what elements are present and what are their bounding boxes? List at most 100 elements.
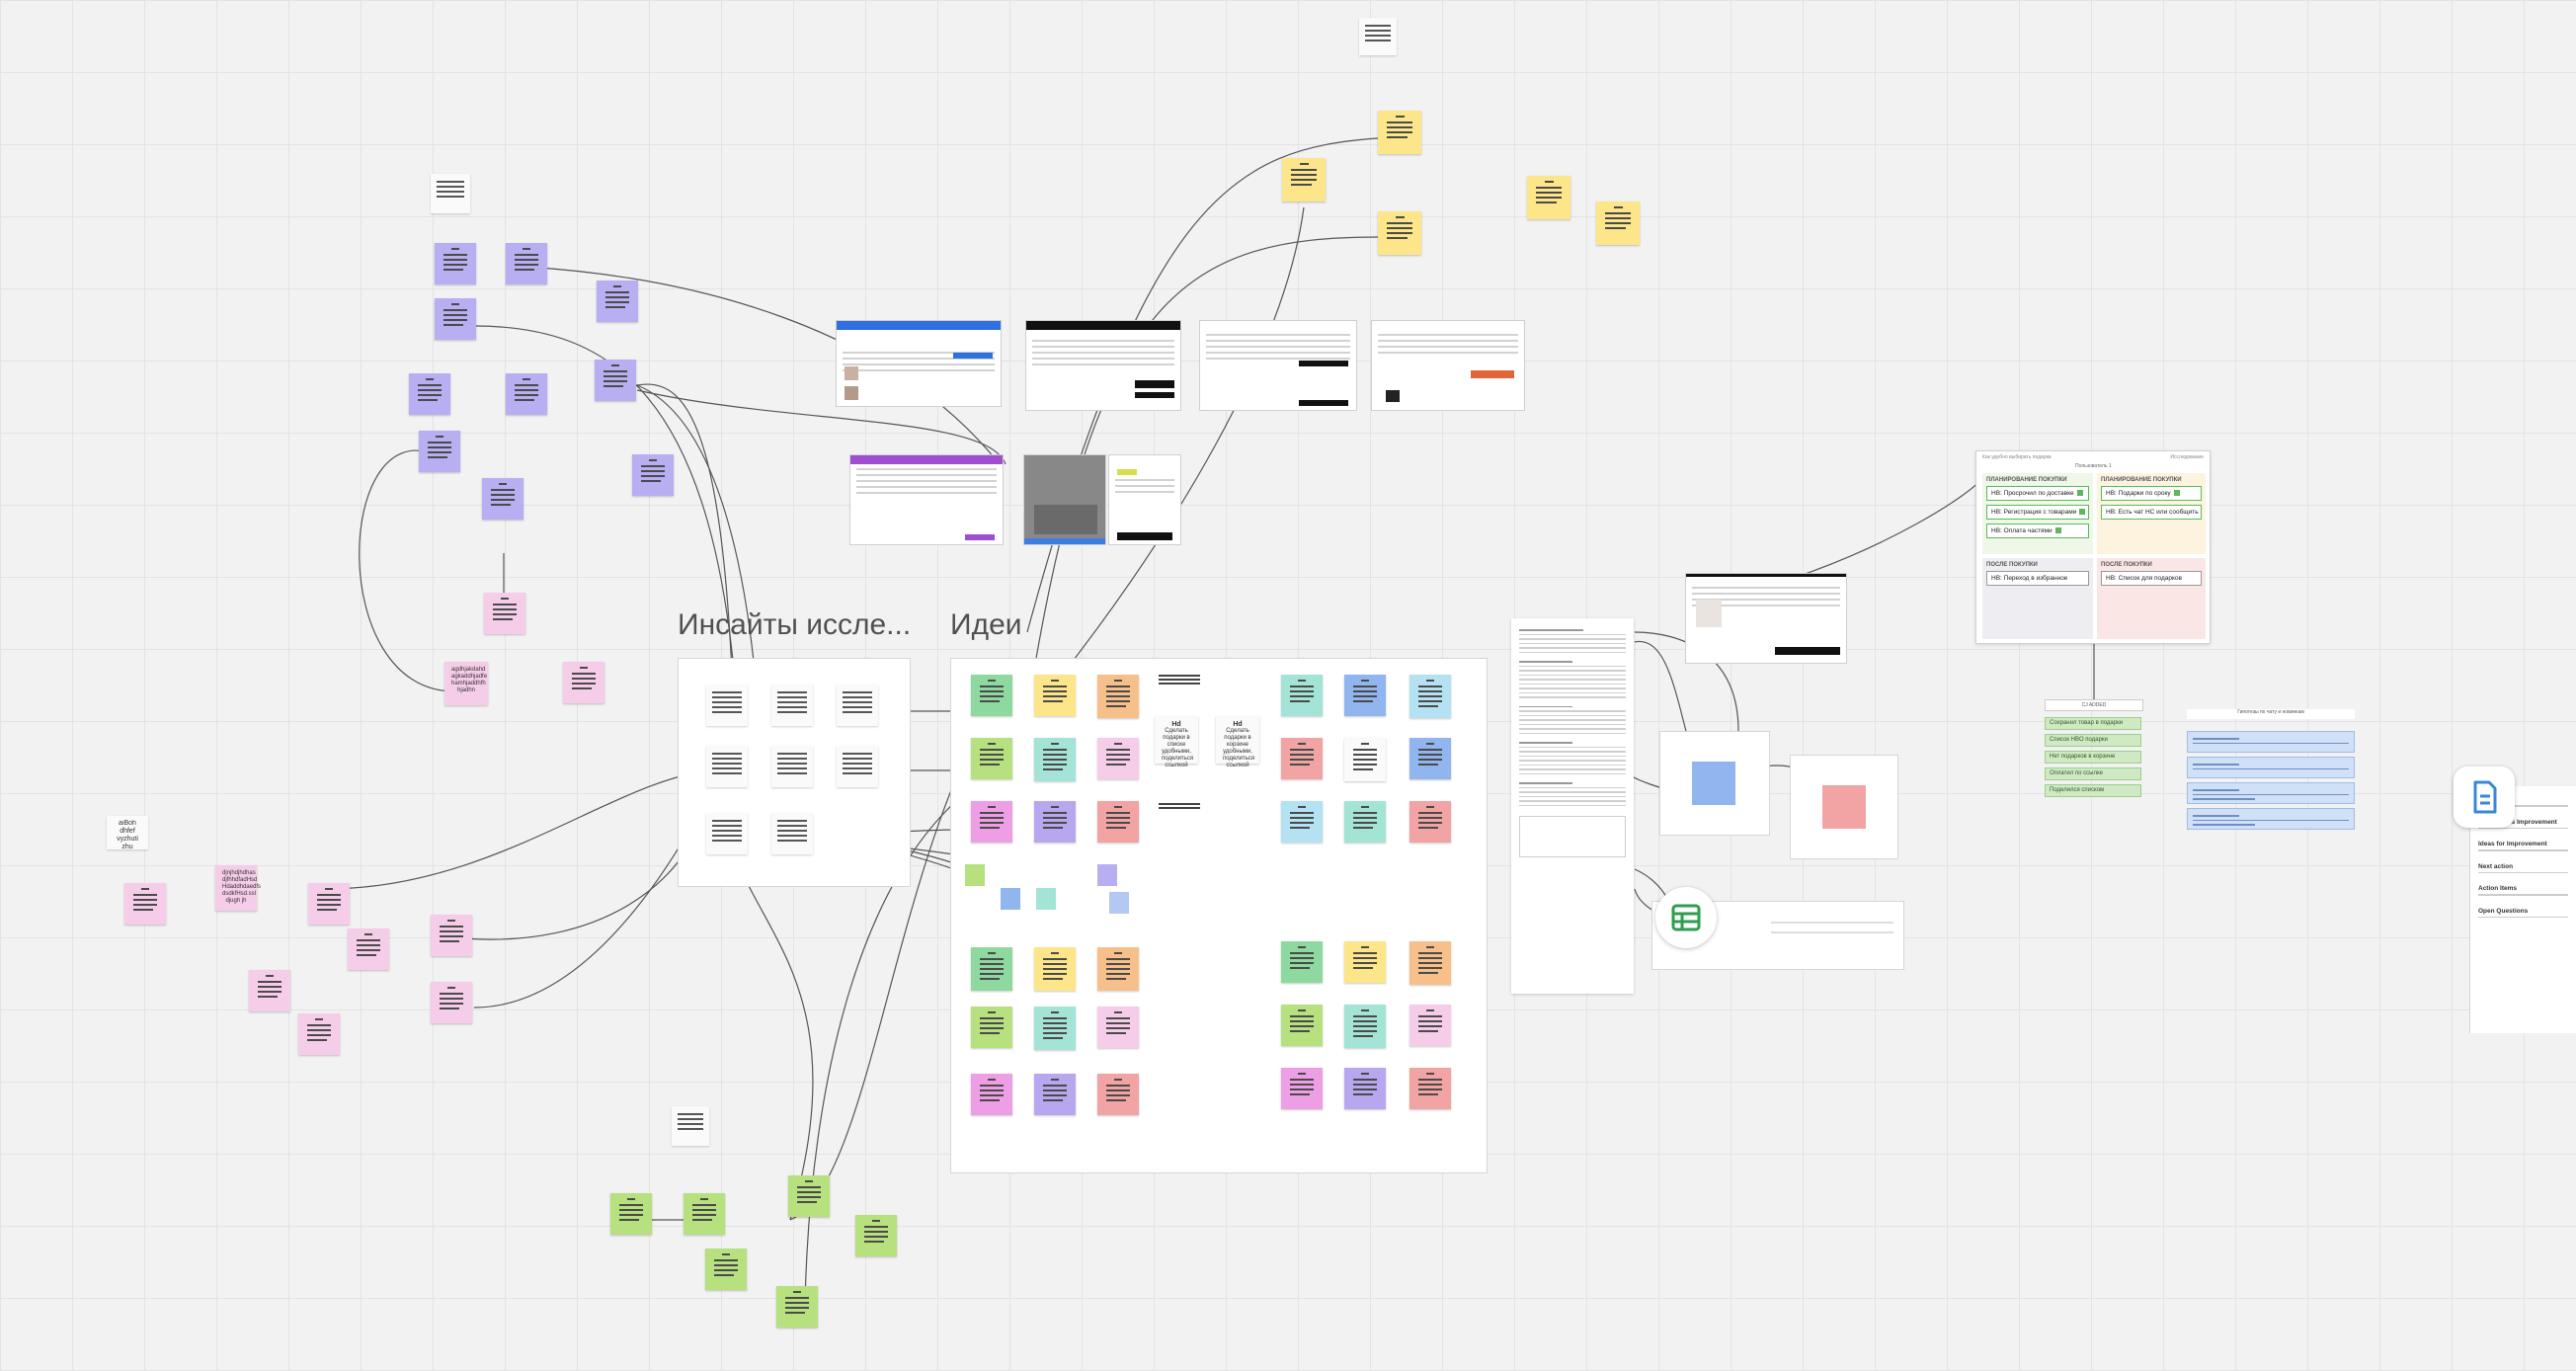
idea-sticky-mint[interactable] [1034,738,1076,781]
sticky-note-purple[interactable] [506,243,547,284]
spreadsheet-icon[interactable] [1655,887,1717,948]
green-list-row[interactable]: Оплатил по ссылке [2045,767,2141,780]
sticky-note-lime[interactable] [776,1286,818,1328]
journey-item[interactable]: HB: Переход в избранное [1986,571,2089,586]
color-swatch-light-blue[interactable] [1109,892,1129,914]
idea-sticky-light-blue[interactable] [1281,801,1323,843]
sticky-note-purple[interactable] [632,454,674,496]
sticky-note-lime[interactable] [684,1193,725,1235]
idea-sticky-blue[interactable] [1344,675,1386,716]
insight-note[interactable] [771,746,813,787]
insight-note[interactable] [706,685,748,726]
color-swatch-mint[interactable] [1036,888,1056,910]
blue-list-row[interactable] [2187,731,2355,753]
sticky-note-purple[interactable] [435,243,476,284]
idea-sticky-yellow[interactable] [1034,675,1076,716]
green-list-row[interactable]: Список HBO подарки [2045,734,2141,747]
sticky-note-pink[interactable] [348,928,389,970]
idea-sticky-orange[interactable] [1097,947,1139,991]
color-swatch-lime[interactable] [965,864,985,886]
idea-sticky-violet[interactable] [1034,801,1076,843]
idea-sticky-mint[interactable] [1034,1007,1076,1050]
color-swatch-purple[interactable] [1097,864,1117,886]
frame-title-insights[interactable]: Инсайты иссле... [678,608,912,641]
idea-sticky-yellow[interactable] [1034,947,1076,991]
journey-item[interactable]: HB: Подарки по сроку [2101,486,2202,501]
sticky-note-lime[interactable] [610,1193,652,1235]
idea-sticky-light-blue[interactable] [1409,675,1451,718]
frame-insights[interactable] [678,658,911,887]
white-note[interactable]: aiBoh dhfef vyzhuti zhu [107,816,148,850]
board-preview-red[interactable] [1790,755,1898,859]
sticky-note-lime[interactable] [788,1175,830,1217]
idea-sticky-lime[interactable] [1281,1005,1323,1046]
idea-sticky-violet[interactable] [1034,1074,1076,1115]
sticky-note-purple[interactable] [506,373,547,415]
idea-sticky-red[interactable] [1097,1074,1139,1115]
idea-sticky-mint[interactable] [1344,1005,1386,1048]
idea-sticky-magenta[interactable] [971,801,1012,843]
sticky-note-purple[interactable] [597,281,638,322]
journey-item[interactable]: HB: Список для подарков [2101,571,2202,586]
sticky-note-pink[interactable] [308,883,350,925]
frame-title-ideas[interactable]: Идеи [950,608,1022,641]
research-document[interactable] [1511,618,1634,994]
sticky-note-pink-text[interactable]: agdhjakdahd agkaddhjadfe hamhjaddhfh hja… [444,662,488,705]
green-list-row[interactable]: Нет подарков в корзине [2045,751,2141,764]
idea-sticky-green[interactable] [1281,941,1323,983]
screenshot-product-detail[interactable] [1108,454,1181,545]
sticky-note-yellow[interactable] [1282,158,1326,202]
sticky-note-yellow[interactable] [1378,111,1421,154]
sticky-note-pink[interactable] [298,1013,340,1055]
grey-note[interactable] [1359,18,1397,55]
idea-sticky-yellow[interactable] [1344,941,1386,983]
sticky-note-purple[interactable] [435,298,476,340]
green-list-row[interactable]: Поделился списком [2045,784,2141,797]
sticky-note-lime[interactable] [705,1249,747,1290]
idea-sticky-red[interactable] [1281,738,1323,779]
insight-note[interactable] [706,746,748,787]
blue-list-row[interactable] [2187,757,2355,778]
color-swatch-blue[interactable] [1001,888,1020,910]
sticky-note-pink[interactable] [563,662,604,703]
idea-sticky-lime[interactable] [971,1007,1012,1048]
sticky-note-yellow[interactable] [1527,176,1570,219]
sticky-note-purple[interactable] [409,373,450,415]
screenshot-marketplace-5[interactable] [849,454,1004,545]
sticky-note-pink-text[interactable]: djnjhdjhdhas djfhhdfadHsd Hdaddhdaedfs d… [215,865,261,911]
sticky-note-purple[interactable] [419,431,460,472]
journey-map[interactable]: Как удобно выбирать подарки Исследование… [1975,450,2211,644]
idea-sticky-lime[interactable] [971,738,1012,779]
idea-sticky-pink[interactable] [1097,738,1139,779]
board-preview-blue[interactable] [1659,731,1770,836]
idea-heading-note[interactable] [1155,669,1204,694]
journey-item[interactable]: HB: Регистрация с товарами [1986,505,2089,520]
idea-sticky-mint[interactable] [1344,801,1386,843]
sticky-note-purple[interactable] [482,478,523,520]
idea-sticky-violet[interactable] [1344,1068,1386,1109]
idea-sticky-magenta[interactable] [971,1074,1012,1115]
screenshot-marketplace-4[interactable] [1371,320,1525,411]
idea-sticky-pink[interactable] [1409,1005,1451,1046]
green-list-row[interactable]: Сохранил товар в подарки [2045,717,2141,730]
journey-item[interactable]: HB: Оплата частями [1986,524,2089,538]
journey-item[interactable]: HB: Просрочил по доставке [1986,486,2089,501]
screenshot-product-card[interactable] [1685,573,1847,664]
idea-heading-note[interactable] [1155,797,1204,811]
idea-sticky-mint[interactable] [1281,675,1323,716]
idea-sticky-blue[interactable] [1409,738,1451,779]
idea-sticky-red[interactable] [1409,801,1451,843]
sticky-note-lime[interactable] [855,1215,897,1256]
insight-note[interactable] [771,685,813,726]
grey-note[interactable] [431,174,470,213]
sticky-note-pink[interactable] [431,982,472,1023]
journey-item[interactable]: HB: Есть чат HC или сообщить [2101,505,2202,520]
idea-sticky-white[interactable] [1344,738,1386,781]
idea-sticky-green[interactable] [971,947,1012,991]
sticky-note-pink[interactable] [484,593,525,634]
screenshot-product-photo[interactable] [1023,454,1106,545]
idea-sticky-green[interactable] [971,675,1012,716]
grey-note[interactable] [672,1106,709,1146]
